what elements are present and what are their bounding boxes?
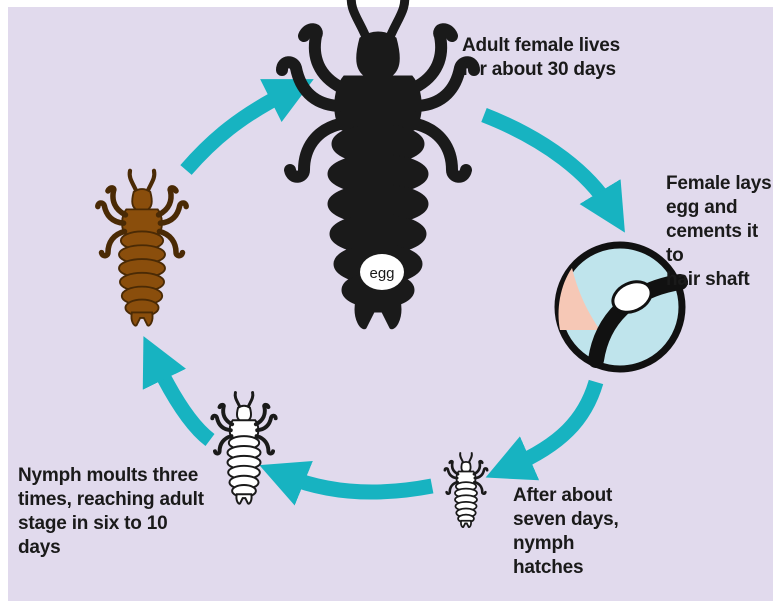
lays-egg-caption: Female lays egg and cements it to hair s… [666, 172, 780, 292]
newly-hatched-nymph-icon [445, 453, 487, 527]
egg-on-hair-icon [558, 245, 682, 369]
moults-caption: Nymph moults three times, reaching adult… [18, 464, 204, 560]
adult-female-caption: Adult female lives for about 30 days [462, 34, 620, 82]
moulting-nymph-icon [212, 393, 275, 504]
egg-label: egg [369, 265, 394, 282]
maturing-louse-icon [98, 171, 186, 326]
hatches-caption: After about seven days, nymph hatches [513, 484, 619, 580]
